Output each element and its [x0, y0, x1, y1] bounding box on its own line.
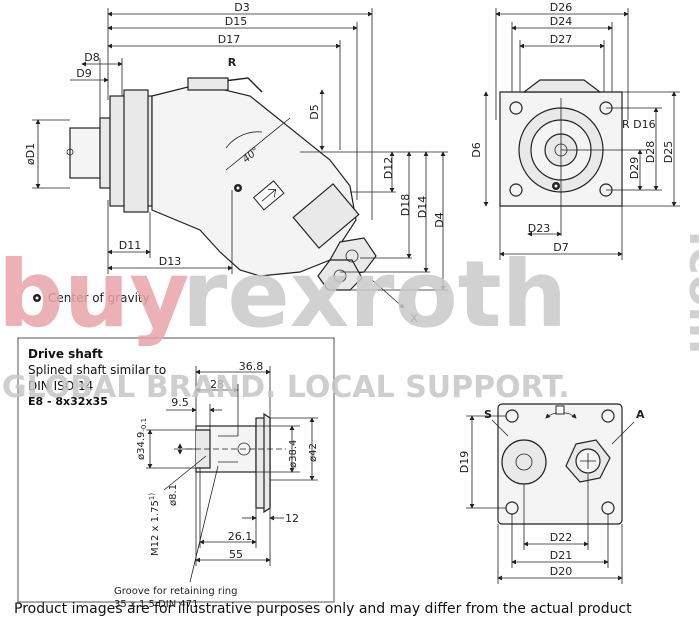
rotation-arrow-icon	[545, 405, 577, 419]
dim-d26: D26	[550, 1, 572, 14]
drive-shaft-spec: E8 - 8x32x35	[28, 395, 108, 408]
groove-line2: 35 x 1.5 DIN 471	[114, 599, 198, 610]
bolt-hole	[601, 501, 615, 515]
side-view: D3 D15 D17 D8 D9 R øD1 40°	[24, 1, 448, 325]
dim-d22: D22	[550, 531, 572, 544]
groove-line1: Groove for retaining ring	[114, 586, 237, 597]
dim-d15: D15	[225, 15, 247, 28]
port-a-label: A	[636, 408, 645, 421]
watermark: buy rexroth .com GLOBAL BRAND. LOCAL SUP…	[0, 230, 699, 405]
dim-d23: D23	[528, 222, 550, 235]
dim-d17: D17	[218, 33, 240, 46]
dim-d27: D27	[550, 33, 572, 46]
dim-9-5: 9.5	[171, 396, 189, 409]
dim-d3: D3	[234, 1, 249, 14]
drive-shaft-line2: DIN ISO 14	[28, 379, 93, 393]
dim-d21: D21	[550, 549, 572, 562]
dim-d4: D4	[433, 212, 446, 227]
center-of-gravity-marker	[234, 184, 242, 192]
dim-d38-4: ø38.4	[288, 440, 299, 468]
front-port-boss	[522, 79, 602, 93]
dim-d20: D20	[550, 565, 572, 578]
legend: Center of gravity	[33, 291, 150, 305]
dim-55: 55	[229, 548, 243, 561]
dim-d12: D12	[382, 157, 395, 179]
footer-caption: Product images are for illustrative purp…	[14, 601, 632, 617]
dim-d24: D24	[550, 15, 572, 28]
side-view-top-dimensions	[70, 8, 373, 220]
bolt-hole	[509, 183, 523, 197]
front-view: D26 D24 D27 D6 R D16 D29 D28 D25	[470, 1, 680, 260]
dim-r-d16: R D16	[622, 118, 656, 131]
shaft-hole	[66, 148, 74, 156]
dim-d25: D25	[662, 141, 675, 163]
dim-d8-1: ø8.1	[168, 484, 179, 506]
watermark-domain: .com	[679, 230, 699, 354]
dim-26-1: 26.1	[228, 530, 253, 543]
port-fittings	[317, 237, 377, 291]
dim-d18: D18	[399, 194, 412, 216]
port-plate	[497, 403, 623, 525]
suction-port	[501, 439, 547, 485]
drive-shaft-panel: Drive shaft Splined shaft similar to DIN…	[17, 337, 335, 610]
shaft-collar	[99, 117, 111, 189]
dim-d42: ø42	[308, 443, 319, 462]
shaft-stub	[69, 127, 101, 179]
dim-d29: D29	[628, 157, 641, 179]
dim-d34-9: ø34.9-0.1	[136, 418, 148, 460]
watermark-brand-buy: buy	[0, 241, 189, 348]
direction-x-label: X	[410, 312, 418, 325]
dim-m12: M12 x 1.751)	[148, 493, 161, 556]
dim-d19: D19	[458, 451, 471, 473]
dim-d5: D5	[308, 104, 321, 119]
bolt-hole	[505, 501, 519, 515]
drive-shaft-line1: Splined shaft similar to	[28, 363, 166, 377]
dim-d8: D8	[84, 51, 99, 64]
outlet-block	[292, 183, 360, 249]
bolt-hole	[601, 409, 615, 423]
port-r-label: R	[228, 56, 237, 69]
drive-shaft-box	[17, 337, 335, 603]
port-s-label: S	[484, 408, 492, 421]
dim-d11: D11	[119, 239, 141, 252]
dim-d6: D6	[470, 142, 483, 157]
flange-boss	[123, 89, 149, 213]
dim-d9: D9	[76, 67, 91, 80]
dim-d13: D13	[159, 255, 181, 268]
center-of-gravity-marker	[552, 182, 560, 190]
watermark-slogan: GLOBAL BRAND. LOCAL SUPPORT.	[2, 370, 570, 405]
arrow-symbol-icon	[252, 180, 285, 211]
watermark-brand-rexroth: rexroth	[182, 241, 567, 348]
bolt-hole	[505, 409, 519, 423]
port-view: S A D19 D22 D21 D20	[458, 403, 645, 584]
dim-12: 12	[285, 512, 299, 525]
bolt-hole	[509, 101, 523, 115]
dim-d14: D14	[416, 196, 429, 218]
drive-shaft-title: Drive shaft	[28, 347, 103, 361]
dim-d1: øD1	[24, 143, 37, 165]
dim-d7: D7	[553, 241, 568, 254]
dim-36-8: 36.8	[239, 360, 264, 373]
legend-center-of-gravity: Center of gravity	[48, 291, 150, 305]
dim-28: 28	[210, 378, 224, 391]
port-r	[187, 77, 229, 91]
dim-d28: D28	[644, 141, 657, 163]
